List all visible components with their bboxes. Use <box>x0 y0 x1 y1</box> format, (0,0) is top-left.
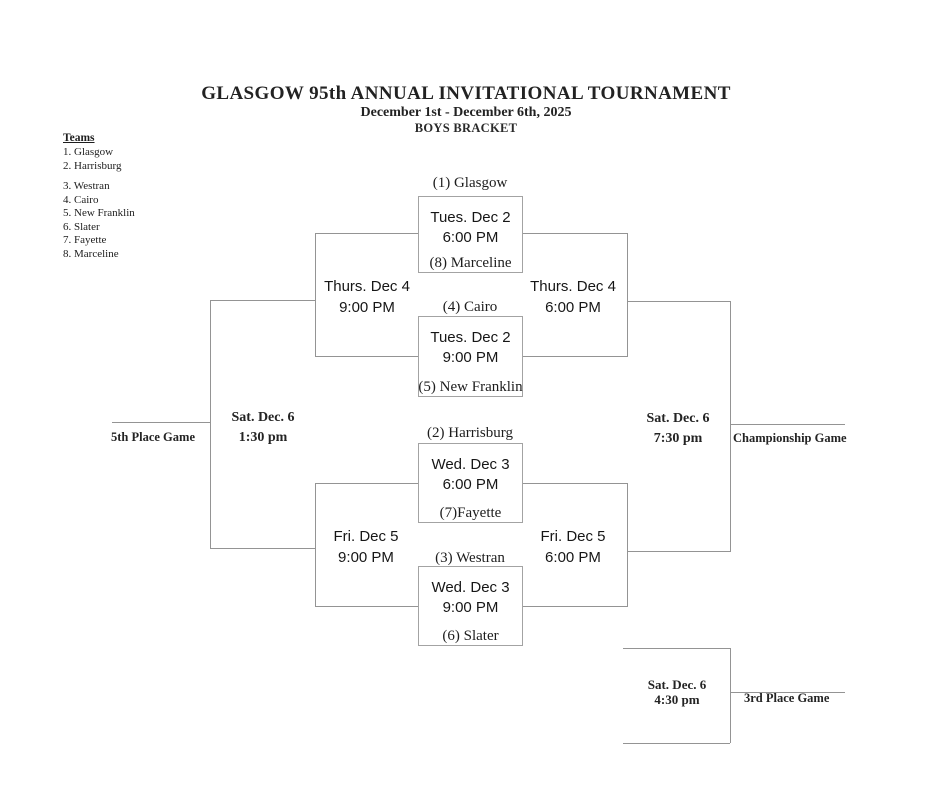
bracket-line <box>627 551 730 552</box>
bracket-line <box>315 233 316 357</box>
game-box-1: Tues. Dec 2 6:00 PM (8) Marceline <box>418 196 523 273</box>
game-datetime: Wed. Dec 3 6:00 PM <box>419 444 522 495</box>
game-datetime: Tues. Dec 2 6:00 PM <box>419 197 522 248</box>
consolation-top-game: Thurs. Dec 4 9:00 PM <box>324 276 410 318</box>
bracket-line <box>627 483 628 607</box>
championship-datetime: Sat. Dec. 6 7:30 pm <box>647 409 710 449</box>
game-date: Tues. Dec 2 <box>430 209 511 226</box>
game-date: Fri. Dec 5 <box>540 528 606 545</box>
team-list-item: 4. Cairo <box>63 193 99 206</box>
game-box-4: Wed. Dec 3 9:00 PM (6) Slater <box>418 566 523 646</box>
bracket-line <box>730 692 845 693</box>
game-time: 6:00 PM <box>545 549 601 566</box>
fifth-place-game-label: 5th Place Game <box>110 430 196 444</box>
bracket-line <box>315 483 418 484</box>
championship-game-label: Championship Game <box>733 431 847 445</box>
game-date: Thurs. Dec 4 <box>530 278 616 295</box>
fifth-place-datetime: Sat. Dec. 6 1:30 pm <box>232 408 295 448</box>
bracket-line <box>315 356 418 357</box>
bracket-line <box>523 356 627 357</box>
semifinal-top-game: Thurs. Dec 4 6:00 PM <box>530 276 616 318</box>
seed-label: (1) Glasgow <box>432 175 508 191</box>
bracket-line <box>210 300 315 301</box>
game-datetime: Wed. Dec 3 9:00 PM <box>419 567 522 618</box>
bracket-line <box>523 606 627 607</box>
seed-label: (8) Marceline <box>429 255 512 271</box>
game-date: Sat. Dec. 6 <box>647 677 707 692</box>
team-list-item: 6. Slater <box>63 220 100 233</box>
team-list-item: 7. Fayette <box>63 234 107 246</box>
bracket-line <box>315 233 418 234</box>
bracket-line <box>315 483 316 607</box>
teams-legend-heading: Teams <box>63 132 95 144</box>
game-date: Sat. Dec. 6 <box>646 411 710 426</box>
bracket-type-label: BOYS BRACKET <box>414 121 518 135</box>
bracket-line <box>315 606 418 607</box>
game-date: Wed. Dec 3 <box>431 456 510 473</box>
game-time: 9:00 PM <box>442 599 499 616</box>
game-time: 6:00 PM <box>545 299 601 316</box>
game-date: Wed. Dec 3 <box>431 579 510 596</box>
third-place-datetime: Sat. Dec. 6 4:30 pm <box>648 677 707 707</box>
team-list-item: 2. Harrisburg <box>63 159 122 172</box>
bracket-line <box>210 548 315 549</box>
game-time: 6:00 PM <box>442 229 499 246</box>
game-time: 1:30 pm <box>238 430 288 445</box>
game-time: 9:00 PM <box>338 549 394 566</box>
seed-label: (6) Slater <box>442 628 499 644</box>
third-place-game-label: 3rd Place Game <box>744 691 830 705</box>
seed-label: (4) Cairo <box>442 299 498 315</box>
game-time: 9:00 PM <box>339 299 395 316</box>
page-title: GLASGOW 95th ANNUAL INVITATIONAL TOURNAM… <box>201 83 731 104</box>
bracket-line <box>730 424 845 425</box>
date-range: December 1st - December 6th, 2025 <box>360 105 572 120</box>
game-date: Sat. Dec. 6 <box>231 410 295 425</box>
bracket-line <box>210 300 211 549</box>
seed-label: (3) Westran <box>435 550 505 566</box>
consolation-bottom-game: Fri. Dec 5 9:00 PM <box>333 526 398 568</box>
game-date: Thurs. Dec 4 <box>324 278 410 295</box>
team-list-item: 8. Marceline <box>63 247 119 260</box>
game-time: 9:00 PM <box>442 349 499 366</box>
bracket-line <box>627 301 730 302</box>
bracket-line <box>112 422 210 423</box>
game-time: 6:00 PM <box>442 476 499 493</box>
bracket-line <box>623 648 730 649</box>
bracket-line <box>523 483 627 484</box>
game-box-3: Wed. Dec 3 6:00 PM (7)Fayette <box>418 443 523 523</box>
game-date: Tues. Dec 2 <box>430 329 511 346</box>
seed-label: (5) New Franklin <box>418 379 523 395</box>
team-list-item: 3. Westran <box>63 180 110 192</box>
team-list-item: 5. New Franklin <box>63 207 135 219</box>
bracket-line <box>523 233 627 234</box>
game-time: 4:30 pm <box>654 692 700 707</box>
game-datetime: Tues. Dec 2 9:00 PM <box>419 317 522 368</box>
bracket-line <box>623 743 730 744</box>
team-list-item: 1. Glasgow <box>63 146 114 158</box>
bracket-line <box>627 233 628 357</box>
game-time: 7:30 pm <box>653 431 703 446</box>
bracket-line <box>730 301 731 552</box>
seed-label: (2) Harrisburg <box>427 425 513 441</box>
bracket-line <box>730 648 731 743</box>
seed-label: (7)Fayette <box>439 505 502 521</box>
semifinal-bottom-game: Fri. Dec 5 6:00 PM <box>540 526 605 568</box>
game-box-2: Tues. Dec 2 9:00 PM (5) New Franklin <box>418 316 523 397</box>
game-date: Fri. Dec 5 <box>333 528 399 545</box>
